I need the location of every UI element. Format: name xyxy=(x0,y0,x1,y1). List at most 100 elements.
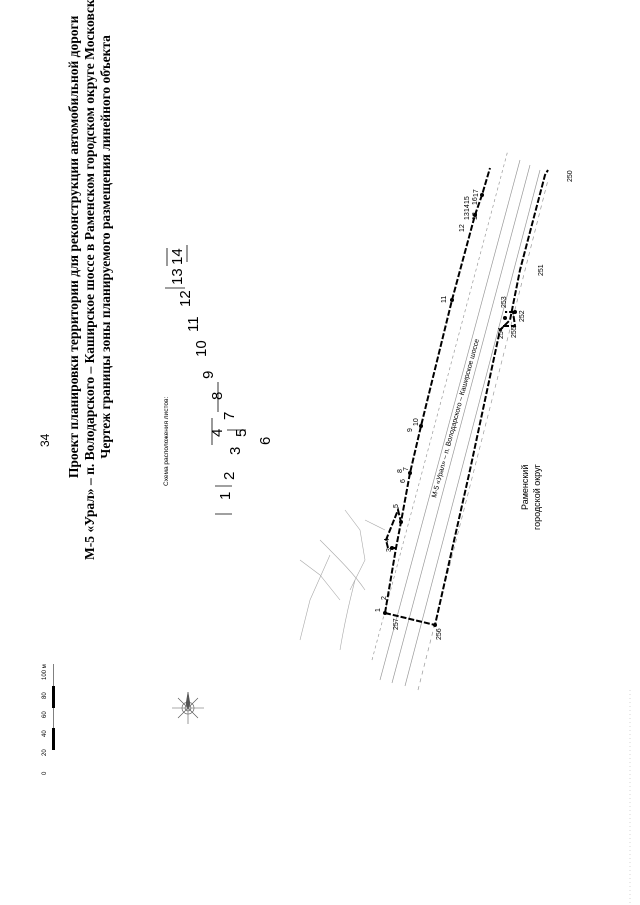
point-markers xyxy=(383,193,517,627)
svg-text:8: 8 xyxy=(397,469,404,473)
road-lines xyxy=(371,149,549,691)
svg-text:257: 257 xyxy=(393,618,400,630)
scale-tick: 20 xyxy=(42,749,48,756)
sheet-4: 4 xyxy=(209,429,226,437)
point-label: 9 xyxy=(407,428,414,432)
point-label: 252 xyxy=(519,310,526,322)
zone-boundary xyxy=(384,167,549,627)
svg-text:256: 256 xyxy=(436,628,443,640)
sheet-14: 14 xyxy=(169,248,186,265)
svg-text:15: 15 xyxy=(464,196,471,204)
point-label: 256 xyxy=(436,628,443,640)
north-arrow-icon xyxy=(172,691,204,724)
scale-tick: 100 м xyxy=(42,664,48,680)
svg-text:9: 9 xyxy=(407,428,414,432)
sheet-number: 4 xyxy=(209,429,226,437)
point-label: 254 xyxy=(498,327,505,339)
scale-tick: 40 xyxy=(42,730,48,737)
sheet-scheme: 1 2 3 4 5 6 7 8 9 10 11 12 13 14 xyxy=(165,245,274,515)
sheet-number: 1 xyxy=(217,492,234,500)
point-label: 6 xyxy=(400,479,407,483)
upper-point-labels: 1 2 3 4 5 6 7 8 9 10 11 12 13 14 15 16 1… xyxy=(375,189,480,612)
svg-text:60: 60 xyxy=(42,711,48,718)
sheet-9: 9 xyxy=(200,371,217,379)
svg-text:Раменский: Раменский xyxy=(520,465,530,510)
svg-text:12: 12 xyxy=(459,224,466,232)
road-label: М-5 «Урал» – п. Володарского – Каширское… xyxy=(431,338,481,498)
lower-point-labels: 250 251 252 253 254 255 256 257 xyxy=(393,170,574,640)
sheet-12: 12 xyxy=(177,290,194,307)
side-roads xyxy=(299,509,386,651)
svg-text:251: 251 xyxy=(538,264,545,276)
point-label: 257 xyxy=(393,618,400,630)
point-label: 10 xyxy=(413,418,420,426)
svg-text:13: 13 xyxy=(464,212,471,220)
svg-text:16: 16 xyxy=(472,197,479,205)
point-label: 5 xyxy=(393,504,400,508)
sheet-number: 10 xyxy=(193,340,210,357)
svg-text:252: 252 xyxy=(519,310,526,322)
point-label: 11 xyxy=(441,296,448,303)
sheet-6: 6 xyxy=(257,437,274,445)
svg-text:10: 10 xyxy=(413,418,420,426)
point-label: 14 xyxy=(464,204,471,212)
point-label: 8 xyxy=(397,469,404,473)
svg-text:253: 253 xyxy=(501,296,508,308)
sheet-number: 9 xyxy=(200,371,217,379)
district-label: Раменский городской округ xyxy=(520,463,542,530)
point-label: 15 xyxy=(464,196,471,204)
point-label: 255 xyxy=(511,326,518,338)
svg-text:3: 3 xyxy=(386,548,393,552)
point-label: 1 xyxy=(375,608,382,612)
point-label: 16 xyxy=(472,197,479,205)
sheet-1: 1 xyxy=(217,492,234,500)
sheet-number: 14 xyxy=(169,248,186,265)
svg-text:255: 255 xyxy=(511,326,518,338)
point-label: 251 xyxy=(538,264,545,276)
svg-text:254: 254 xyxy=(498,327,505,339)
svg-text:100 м: 100 м xyxy=(42,664,48,680)
point-label: 250 xyxy=(567,170,574,182)
svg-text:4: 4 xyxy=(384,538,391,542)
svg-text:0: 0 xyxy=(42,771,48,775)
sheet-8: 8 xyxy=(209,392,226,400)
svg-text:5: 5 xyxy=(393,504,400,508)
scale-tick: 60 xyxy=(42,711,48,718)
svg-text:11: 11 xyxy=(441,296,448,303)
sheet-number: 13 xyxy=(169,268,186,285)
scale-tick: 80 xyxy=(42,692,48,699)
point-label: 253 xyxy=(501,296,508,308)
sheet-number: 5 xyxy=(233,429,250,437)
sheet-number: 2 xyxy=(221,472,238,480)
sheet-number: 12 xyxy=(177,290,194,307)
sheet-number: 6 xyxy=(257,437,274,445)
point-label: 2 xyxy=(381,596,388,600)
point-label: 12 xyxy=(459,224,466,232)
svg-text:М-5 «Урал» – п. Володарского –: М-5 «Урал» – п. Володарского – Каширское… xyxy=(431,338,481,498)
point-label: 13 xyxy=(464,212,471,220)
sheet-5: 5 xyxy=(233,429,250,437)
svg-text:6: 6 xyxy=(400,479,407,483)
sheet-number: 11 xyxy=(185,316,202,332)
point-label: 4 xyxy=(384,538,391,542)
svg-text:80: 80 xyxy=(42,692,48,699)
svg-text:40: 40 xyxy=(42,730,48,737)
sheet-number: 8 xyxy=(209,392,226,400)
sheet-11: 11 xyxy=(185,316,202,332)
sheet-number: 7 xyxy=(221,412,238,420)
point-label: 7 xyxy=(403,467,410,471)
point-label: 17 xyxy=(473,189,480,197)
svg-text:18: 18 xyxy=(472,212,479,220)
sheet-2: 2 xyxy=(221,472,238,480)
sheet-10: 10 xyxy=(193,340,210,357)
sheet-7: 7 xyxy=(221,412,238,420)
svg-text:20: 20 xyxy=(42,749,48,756)
svg-text:7: 7 xyxy=(403,467,410,471)
sheet-13: 13 xyxy=(169,268,186,285)
svg-text:1: 1 xyxy=(375,608,382,612)
scale-bar: 0 20 40 60 80 100 м xyxy=(42,664,55,775)
scale-tick: 0 xyxy=(42,771,48,775)
svg-text:250: 250 xyxy=(567,170,574,182)
svg-text:14: 14 xyxy=(464,204,471,212)
